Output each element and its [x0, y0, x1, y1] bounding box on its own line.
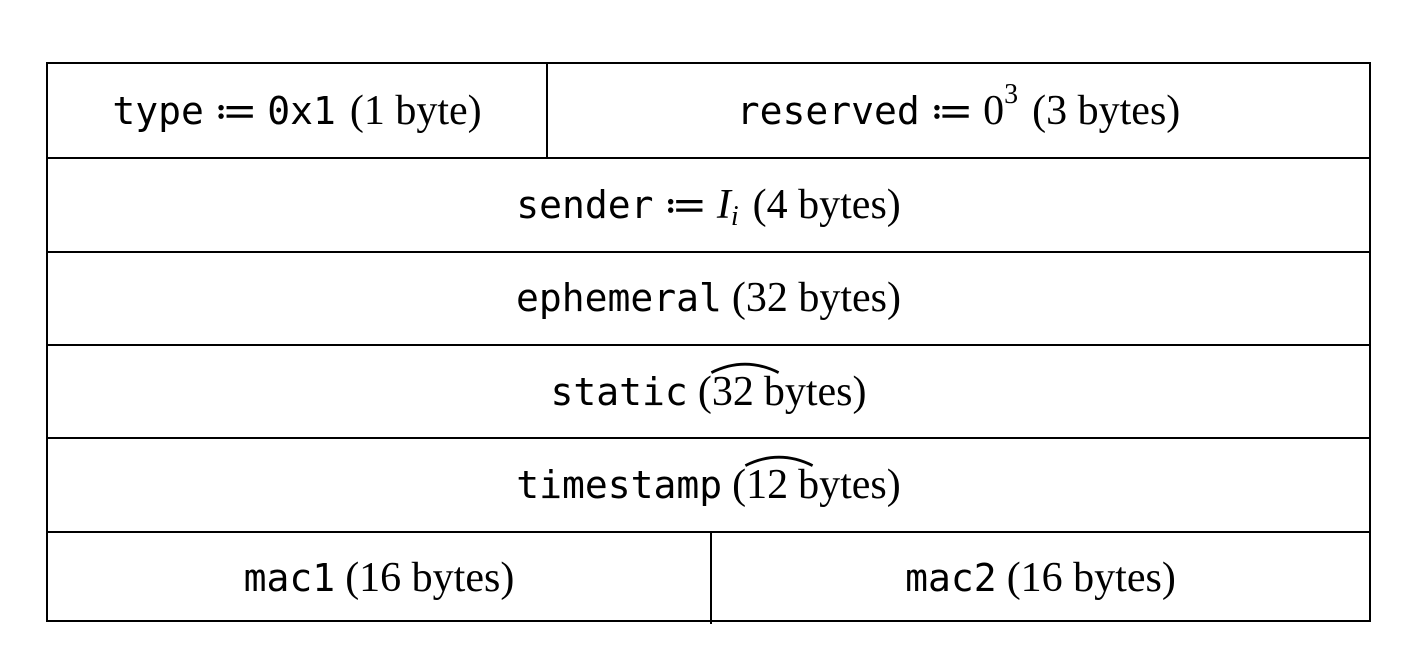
open-paren: ( — [732, 461, 747, 508]
hat-number-static: 32 — [711, 368, 754, 415]
assign-operator: ≔ — [213, 88, 258, 135]
field-name-ephemeral: ephemeral — [515, 276, 722, 321]
row-timestamp: timestamp (12 bytes) — [48, 437, 1369, 530]
cell-ephemeral: ephemeral (32 bytes) — [48, 253, 1369, 344]
field-size-mac2: (16 bytes) — [1006, 555, 1176, 602]
cell-static: static (32 bytes) — [48, 346, 1369, 437]
field-size-type: (1 byte) — [349, 87, 482, 134]
field-name-sender: sender — [516, 182, 654, 227]
field-name-timestamp: timestamp — [516, 462, 723, 507]
size-word-timestamp: bytes) — [798, 461, 901, 508]
hat-number-timestamp: 12 — [746, 461, 789, 508]
hat-accent-icon — [744, 455, 814, 467]
field-value-subscript: i — [730, 200, 739, 232]
encrypted-size-static: 32 — [710, 362, 780, 416]
cell-timestamp: timestamp (12 bytes) — [48, 439, 1369, 530]
field-value-reserved: 0 — [983, 87, 1005, 134]
hat-accent-icon — [710, 362, 780, 374]
row-static: static (32 bytes) — [48, 344, 1369, 437]
field-name-reserved: reserved — [736, 88, 920, 133]
encrypted-size-timestamp: 12 — [744, 455, 814, 509]
field-value-sender: I — [716, 181, 731, 228]
row-mac: mac1 (16 bytes) mac2 (16 bytes) — [48, 530, 1369, 624]
field-name-type: type — [112, 88, 204, 133]
field-size-sender: (4 bytes) — [752, 181, 901, 228]
field-name-static: static — [550, 369, 688, 414]
cell-mac1: mac1 (16 bytes) — [48, 533, 710, 624]
cell-mac2: mac2 (16 bytes) — [710, 532, 1369, 624]
field-size-ephemeral: (32 bytes) — [731, 275, 902, 322]
row-ephemeral: ephemeral (32 bytes) — [48, 250, 1369, 344]
field-name-mac2: mac2 — [905, 556, 997, 601]
field-size-mac1: (16 bytes) — [345, 555, 515, 602]
cell-type: type ≔ 0x1 (1 byte) — [48, 64, 546, 157]
assign-operator: ≔ — [929, 88, 974, 135]
field-value-exponent: 3 — [1004, 78, 1019, 110]
assign-operator: ≔ — [663, 182, 707, 229]
field-name-mac1: mac1 — [243, 556, 336, 601]
field-size-reserved: (3 bytes) — [1032, 87, 1181, 134]
open-paren: ( — [697, 368, 712, 415]
size-word-static: bytes) — [763, 368, 867, 415]
field-value-type: 0x1 — [267, 88, 336, 133]
